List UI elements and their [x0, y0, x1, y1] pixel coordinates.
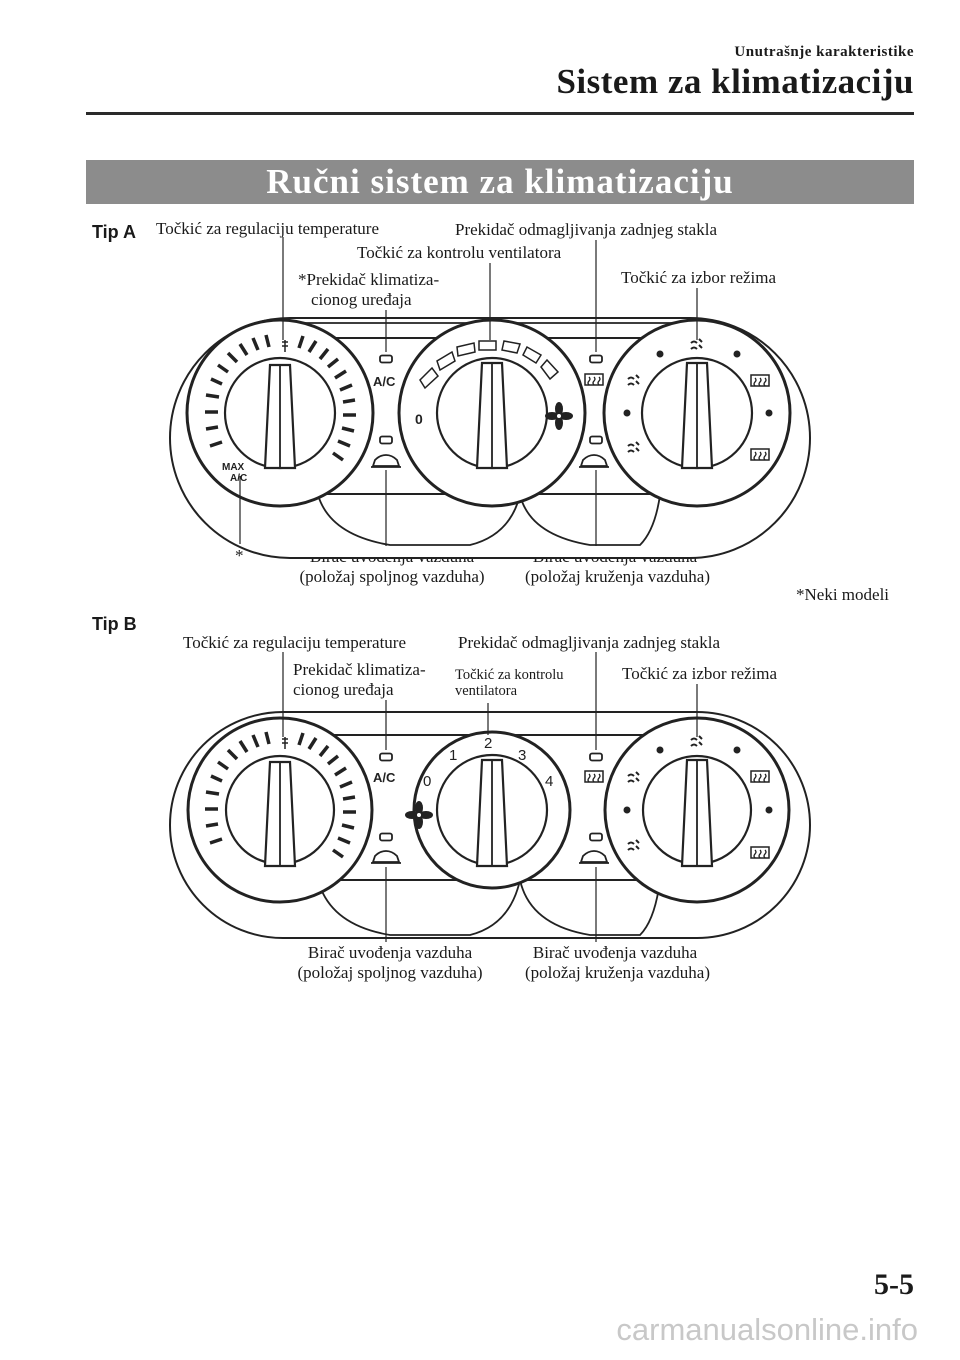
tip-a-max-label: MAX	[222, 462, 245, 473]
tip-b-label: Tip B	[92, 614, 137, 634]
tip-a-label: Tip A	[92, 222, 136, 242]
tip-a-temp-knob-label: Točkić za regulaciju temperature	[156, 219, 379, 238]
tip-a-mode-knob-label: Točkić za izbor režima	[621, 268, 777, 287]
tip-a-ac-text: A/C	[373, 374, 396, 389]
tip-b-fan-speed-4: 4	[545, 773, 553, 790]
tip-a-asterisk: *	[235, 546, 244, 565]
header-rule	[86, 112, 914, 115]
tip-a-defrost-label: Prekidač odmagljivanja zadnjeg stakla	[455, 220, 717, 239]
tip-b-defrost-label: Prekidač odmagljivanja zadnjeg stakla	[458, 633, 720, 652]
page-number: 5-5	[874, 1268, 914, 1301]
tip-a-fan-zero: 0	[415, 411, 423, 427]
tip-b-ac-text: A/C	[373, 770, 396, 785]
tip-b-panel: 0 1 2 3 4 A/C	[169, 652, 811, 942]
tip-a-footnote: *Neki modeli	[796, 585, 890, 604]
tip-a-intake-outside-label-2: (položaj spoljnog vazduha)	[299, 567, 485, 586]
tip-b-fan-speed-2: 2	[484, 735, 492, 752]
watermark: carmanualsonline.info	[616, 1312, 918, 1347]
tip-b-fan-knob-label-1: Točkić za kontrolu	[455, 667, 564, 683]
tip-b-intake-outside-label-2: (položaj spoljnog vazduha)	[297, 963, 483, 982]
tip-a-ac-switch-label-1: *Prekidač klimatiza-	[298, 270, 440, 289]
tip-b-ac-switch-label-2: cionog uređaja	[293, 680, 394, 699]
tip-b-intake-recirc-label-2: (položaj kruženja vazduha)	[524, 963, 711, 982]
tip-a-intake-recirc-label-2: (položaj kruženja vazduha)	[524, 567, 711, 586]
section-banner: Ručni sistem za klimatizaciju	[86, 160, 914, 204]
tip-a-ac-switch-label-2: cionog uređaja	[311, 290, 412, 309]
page-title: Sistem za klimatizaciju	[556, 62, 914, 101]
section-name: Unutrašnje karakteristike	[734, 44, 914, 60]
tip-b-fan-speed-3: 3	[518, 747, 526, 764]
tip-b-temp-knob-label: Točkić za regulaciju temperature	[183, 633, 406, 652]
tip-b-ac-switch-label-1: Prekidač klimatiza-	[293, 660, 426, 679]
tip-b-fan-speed-1: 1	[449, 747, 457, 764]
tip-a-max-ac-label: A/C	[230, 473, 247, 484]
tip-b-intake-recirc-label-1: Birač uvođenja vazduha	[532, 943, 698, 962]
tip-b-fan-speed-0: 0	[423, 773, 431, 790]
tip-b-mode-knob-label: Točkić za izbor režima	[622, 664, 778, 683]
tip-a-panel: MAX A/C 0 A/C	[169, 237, 811, 559]
tip-b-fan-knob-label-2: ventilatora	[455, 683, 518, 699]
tip-a-fan-knob-label: Točkić za kontrolu ventilatora	[357, 243, 562, 262]
tip-b-intake-outside-label-1: Birač uvođenja vazduha	[307, 943, 473, 962]
